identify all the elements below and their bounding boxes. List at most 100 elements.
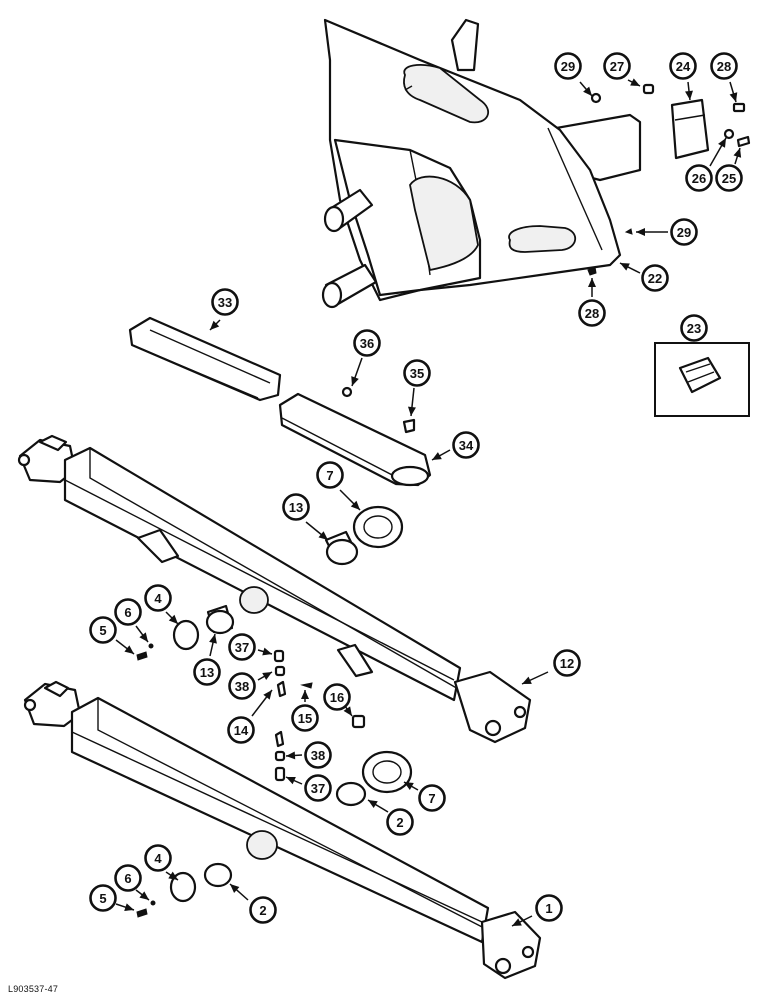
callout-c6a: 6 (114, 598, 142, 626)
callout-label: 29 (561, 59, 575, 74)
callout-circle (403, 359, 431, 387)
callout-circle (418, 784, 446, 812)
callout-circle (535, 894, 563, 922)
callout-circle (193, 658, 221, 686)
callout-label: 22 (648, 271, 662, 286)
callout-c7b: 7 (418, 784, 446, 812)
leader-arrowhead-c13b (209, 634, 217, 644)
callout-label: 29 (677, 225, 691, 240)
callout-label: 23 (687, 321, 701, 336)
leader-arrowhead-c4a (168, 614, 178, 624)
leader-arrowhead-c16 (343, 706, 352, 716)
cover-34 (278, 392, 432, 487)
callout-c12: 12 (553, 649, 581, 677)
callout-circle (554, 52, 582, 80)
callout-label: 6 (124, 871, 131, 886)
leader-arrowhead-c38a (262, 672, 272, 680)
callout-c13a: 13 (282, 493, 310, 521)
leader-arrowhead-c25 (733, 148, 742, 158)
callout-label: 1 (545, 901, 552, 916)
callout-circle (710, 52, 738, 80)
callout-c2a: 2 (386, 808, 414, 836)
callout-label: 2 (396, 815, 403, 830)
callout-circle (144, 584, 172, 612)
callout-c35: 35 (403, 359, 431, 387)
leader-arrowhead-c34 (432, 452, 442, 460)
callout-circle (282, 493, 310, 521)
callout-label: 6 (124, 605, 131, 620)
leader-arrowhead-c33 (210, 320, 220, 330)
callout-circle (228, 633, 256, 661)
part-36 (341, 386, 353, 398)
leader-arrowhead-c22 (620, 263, 630, 271)
leader-arrowhead-c37b (286, 776, 296, 785)
leader-arrowhead-c13a (318, 531, 328, 540)
callout-label: 2 (259, 903, 266, 918)
callout-label: 4 (154, 851, 162, 866)
callout-label: 37 (235, 640, 249, 655)
leader-arrowhead-c2a (368, 800, 378, 809)
callout-circle (680, 314, 708, 342)
callout-c23: 23 (680, 314, 708, 342)
callout-circle (291, 704, 319, 732)
callout-c38b: 38 (304, 741, 332, 769)
callout-label: 35 (410, 366, 424, 381)
callout-c16: 16 (323, 683, 351, 711)
callout-label: 5 (99, 891, 106, 906)
callout-c29a: 29 (554, 52, 582, 80)
callout-label: 7 (428, 791, 435, 806)
callout-circle (89, 616, 117, 644)
leader-arrowhead-c1 (512, 918, 522, 926)
callout-c13b: 13 (193, 658, 221, 686)
leader-arrowhead-c5b (124, 903, 134, 911)
callout-circle (89, 884, 117, 912)
callout-label: 7 (326, 468, 333, 483)
callout-c37a: 37 (228, 633, 256, 661)
callout-circle (249, 896, 277, 924)
callout-c36: 36 (353, 329, 381, 357)
callout-circle (316, 461, 344, 489)
leader-arrowhead-c4b (168, 871, 178, 880)
callout-c24: 24 (669, 52, 697, 80)
leader-arrowhead-c7b (404, 782, 414, 790)
callout-circle (353, 329, 381, 357)
leader-arrowhead-c24 (685, 90, 693, 100)
callout-circle (114, 864, 142, 892)
leader-arrowhead-c26 (718, 138, 726, 148)
leader-arrowhead-c37a (262, 647, 272, 656)
callout-c28a: 28 (710, 52, 738, 80)
leader-arrowhead-c28a (729, 92, 738, 102)
callout-circle (323, 683, 351, 711)
callout-circle (685, 164, 713, 192)
callout-circle (211, 288, 239, 316)
callout-c5b: 5 (89, 884, 117, 912)
callout-label: 37 (311, 781, 325, 796)
frame-hardware (587, 83, 751, 276)
callout-label: 5 (99, 623, 106, 638)
figure-code: L903537-47 (8, 984, 59, 994)
callout-c37b: 37 (304, 774, 332, 802)
callout-circle (452, 431, 480, 459)
callout-label: 4 (154, 591, 162, 606)
leader-arrowhead-c28b (588, 278, 596, 287)
callout-c28b: 28 (578, 299, 606, 327)
callout-circle (227, 716, 255, 744)
callout-c6b: 6 (114, 864, 142, 892)
callout-circle (304, 774, 332, 802)
callout-circle (228, 672, 256, 700)
callout-label: 15 (298, 711, 312, 726)
leader-arrowhead-c5a (124, 645, 134, 654)
leader-arrowhead-c2b (230, 884, 240, 893)
leader-arrowhead-c29a (583, 86, 592, 96)
callout-label: 12 (560, 656, 574, 671)
callout-label: 28 (717, 59, 731, 74)
callout-label: 25 (722, 171, 736, 186)
callout-label: 16 (330, 690, 344, 705)
callout-c4a: 4 (144, 584, 172, 612)
callout-circle (603, 52, 631, 80)
callout-c25: 25 (715, 164, 743, 192)
callout-label: 28 (585, 306, 599, 321)
bushings-and-seals (136, 505, 413, 918)
callout-c14: 14 (227, 716, 255, 744)
leader-arrowhead-c12 (522, 676, 532, 684)
